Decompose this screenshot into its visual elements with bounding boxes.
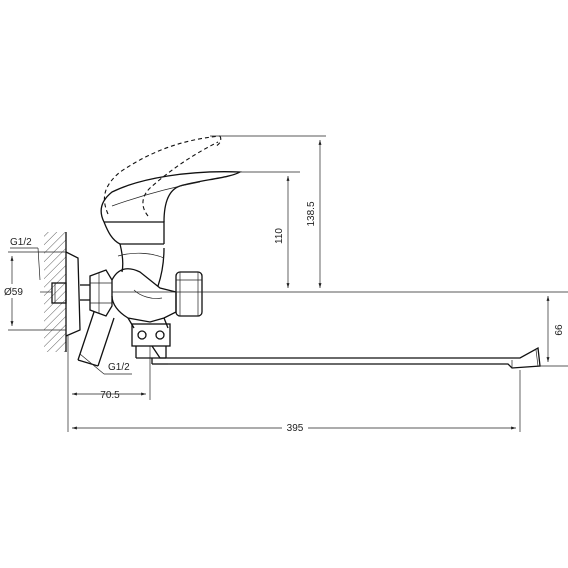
thread-label-top: G1/2 [10,237,52,293]
lever-handle-open-position [103,135,222,217]
dim-label-66: 66 [554,324,565,336]
dim-label-110: 110 [274,228,285,244]
lever-handle [100,171,243,223]
dim-label-diameter-59: Ø59 [4,287,23,298]
spout [151,345,541,369]
dimension-flange-diameter: Ø59 [2,251,66,331]
dimension-66: 66 [540,296,568,367]
hex-nut [89,269,113,317]
mixer-body [103,221,177,359]
dimension-138-5: 138.5 [210,135,326,288]
dimension-110: 110 [240,171,300,288]
inlet-pipe [77,311,115,367]
dim-label-138-5: 138.5 [306,201,317,226]
thread-label-bottom-text: G1/2 [108,362,130,373]
wall-flange [51,251,90,337]
dim-label-395: 395 [287,423,304,434]
spout-collar [175,271,203,317]
dim-label-70-5: 70.5 [100,390,120,401]
thread-label-bottom: G1/2 [79,353,132,375]
thread-label-top-text: G1/2 [10,237,32,248]
dimension-70-5: 70.5 [67,336,151,432]
dimension-395: 395 [72,370,521,434]
